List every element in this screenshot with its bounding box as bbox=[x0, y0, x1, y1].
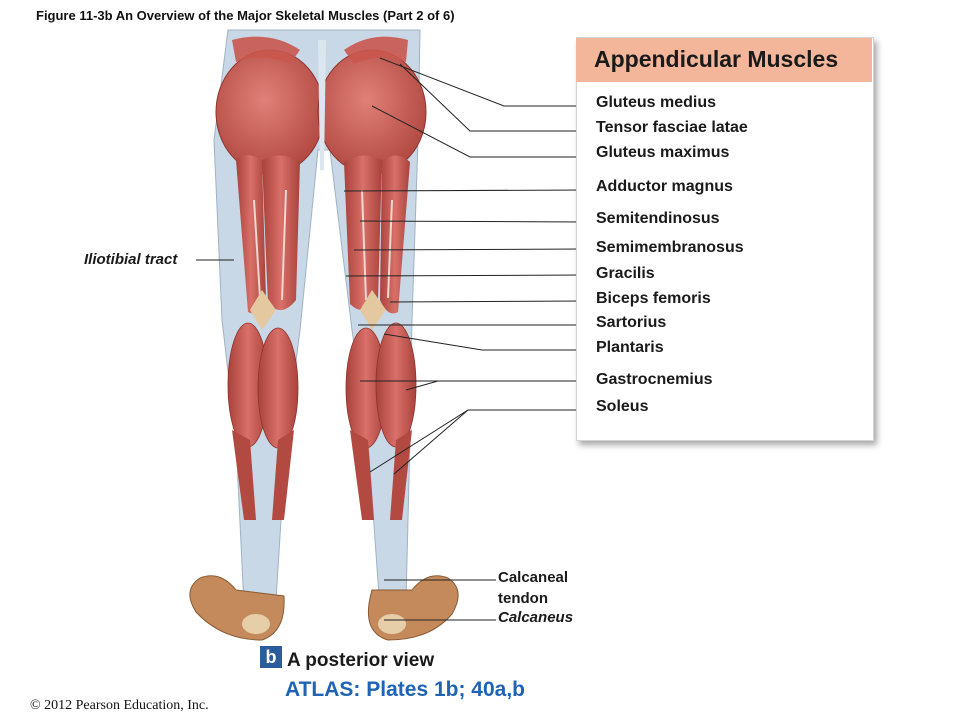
label-calcaneal-tendon: Calcaneal tendon bbox=[498, 569, 569, 607]
panel-title: Appendicular Muscles bbox=[594, 46, 839, 72]
label-semimembranosus: Semimembranosus bbox=[596, 239, 744, 256]
label-gluteus-maximus: Gluteus maximus bbox=[596, 144, 730, 161]
label-soleus: Soleus bbox=[596, 398, 649, 415]
label-calcaneus: Calcaneus bbox=[498, 609, 574, 626]
copyright-notice: © 2012 Pearson Education, Inc. bbox=[30, 698, 209, 713]
panel-letter-badge: b bbox=[260, 646, 282, 668]
label-iliotibial-tract: Iliotibial tract bbox=[84, 251, 178, 268]
label-semitendinosus: Semitendinosus bbox=[596, 210, 720, 227]
thigh-muscles bbox=[236, 155, 410, 330]
leader-lines bbox=[196, 57, 585, 621]
feet bbox=[189, 575, 459, 641]
atlas-reference: ATLAS: Plates 1b; 40a,b bbox=[285, 678, 526, 701]
figure-title: Figure 11-3b An Overview of the Major Sk… bbox=[36, 8, 455, 23]
appendicular-panel bbox=[576, 37, 874, 441]
label-sartorius: Sartorius bbox=[596, 314, 667, 331]
view-caption: A posterior view bbox=[287, 650, 435, 671]
gluteal-muscles bbox=[215, 36, 427, 175]
panel-header bbox=[576, 38, 872, 82]
label-gluteus-medius: Gluteus medius bbox=[596, 94, 717, 111]
label-tensor-fasciae-latae: Tensor fasciae latae bbox=[596, 119, 748, 136]
label-biceps-femoris: Biceps femoris bbox=[596, 290, 711, 307]
label-adductor-magnus: Adductor magnus bbox=[596, 178, 733, 195]
label-gastrocnemius: Gastrocnemius bbox=[596, 371, 713, 388]
label-gracilis: Gracilis bbox=[596, 265, 655, 282]
label-plantaris: Plantaris bbox=[596, 339, 664, 356]
calf-muscles bbox=[227, 322, 417, 520]
